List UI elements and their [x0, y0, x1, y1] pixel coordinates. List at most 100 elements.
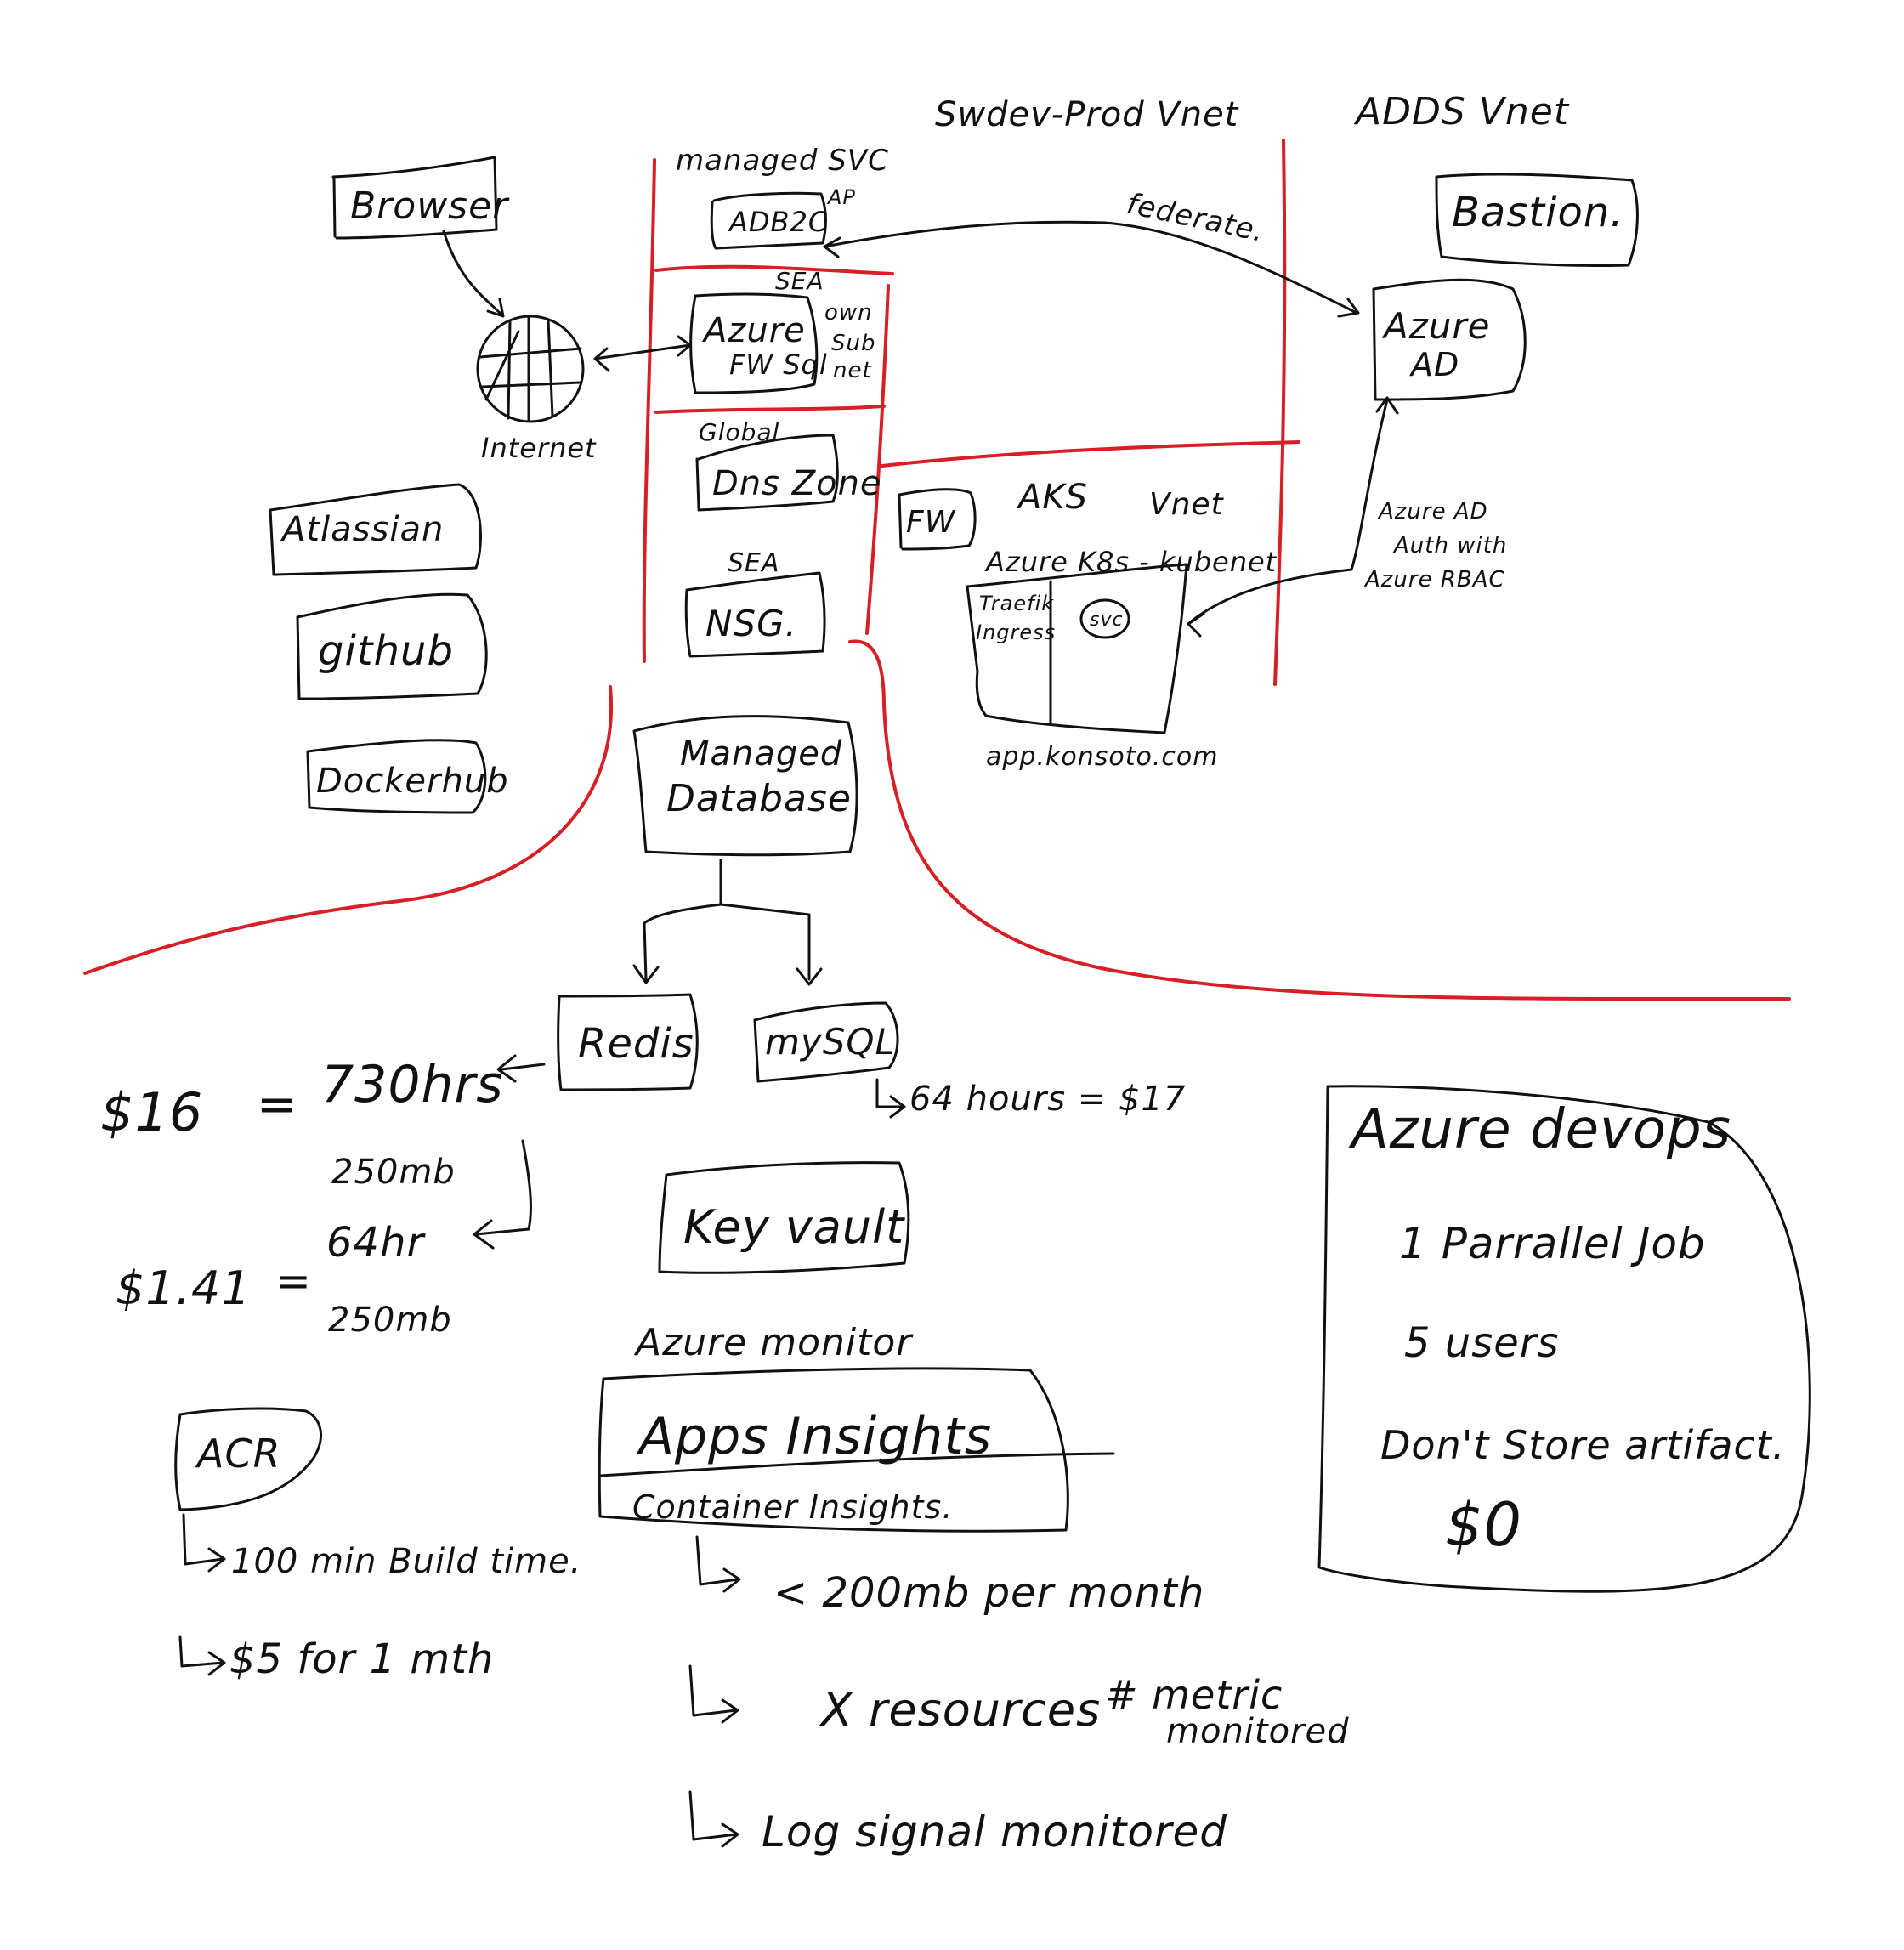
boundary-adds-vertical [1273, 139, 1287, 686]
monitor-note-2b: # metric [1105, 1672, 1283, 1718]
dockerhub-label: Dockerhub [316, 762, 509, 801]
azure-monitor-node[interactable]: Apps Insights Container Insights. [598, 1367, 1115, 1533]
boundary-left-vertical [642, 158, 656, 663]
azure-ad-label-1: Azure [1381, 305, 1491, 347]
svc-label: svc [1090, 609, 1124, 631]
acr-node[interactable]: ACR [174, 1407, 322, 1511]
azure-fw-node[interactable]: Azure FW Sql [689, 292, 828, 394]
sea-nsg-label: SEA [728, 548, 780, 578]
boundary-left-curve [83, 685, 614, 975]
internet-label: Internet [481, 432, 597, 464]
container-insights-label: Container Insights. [632, 1488, 953, 1526]
azure-ad-box [1372, 278, 1527, 401]
own-subnet-label-3: net [833, 358, 872, 383]
svc-bubble [1080, 598, 1130, 639]
redis-hours-2: 64hr [326, 1219, 427, 1267]
acr-note-2: $5 for 1 mth [230, 1635, 494, 1683]
mysql-cost-arrow [876, 1078, 906, 1119]
app-url-label: app.konsoto.com [986, 742, 1218, 772]
key-vault-node[interactable]: Key vault [658, 1161, 910, 1274]
managed-database-label-2: Database [666, 777, 852, 820]
redis-mb-2: 250mb [328, 1301, 452, 1340]
github-box [296, 592, 488, 700]
acr-label: ACR [195, 1431, 281, 1477]
acr-note-1: 100 min Build time. [231, 1542, 581, 1581]
dns-zone-label: Dns Zone [712, 464, 882, 503]
adb2c-box [710, 191, 827, 250]
traefik-label-2: Ingress [976, 621, 1056, 644]
nsg-box [684, 571, 826, 658]
bastion-label: Bastion. [1452, 189, 1624, 236]
azure-devops-label: Azure devops [1348, 1098, 1731, 1161]
dockerhub-node[interactable]: Dockerhub [306, 739, 509, 814]
redis-eq-1: = [257, 1077, 298, 1132]
internet-fw-bidirectional-arrow [593, 335, 692, 372]
adb2c-label: ADB2C [728, 206, 828, 238]
managed-database-node[interactable]: Managed Database [632, 715, 858, 857]
adb2c-node[interactable]: ADB2C AP [710, 185, 856, 250]
dockerhub-box [306, 739, 487, 814]
spoke-vnet-label: Swdev-Prod Vnet [935, 95, 1239, 134]
azure-ad-label-2: AD [1408, 346, 1459, 383]
boundary-aks-top [881, 440, 1300, 468]
azure-devops-box [1318, 1085, 1811, 1593]
monitor-note-arrow-2 [688, 1664, 740, 1724]
apps-insights-label: Apps Insights [636, 1407, 992, 1466]
browser-to-internet-arrow [442, 230, 505, 318]
browser-box [332, 156, 498, 240]
redis-cost-2: $1.41 [116, 1261, 252, 1315]
atlassian-node[interactable]: Atlassian [269, 483, 482, 576]
sea-fw-label: SEA [775, 267, 824, 295]
browser-label: Browser [350, 184, 510, 228]
managed-database-label-1: Managed [680, 734, 842, 774]
azure-ad-node[interactable]: Azure AD [1372, 278, 1527, 401]
dns-zone-node[interactable]: Dns Zone [695, 434, 882, 512]
redis-hours-1: 730hrs [321, 1055, 503, 1114]
github-node[interactable]: github [296, 592, 488, 700]
nsg-node[interactable]: NSG. [684, 571, 826, 658]
azure-fw-box [689, 292, 819, 394]
boundary-right-curve [848, 639, 1791, 1001]
redis-cost-arrow [496, 1054, 546, 1083]
dns-zone-box [695, 434, 839, 512]
github-label: github [318, 627, 454, 675]
rbac-arrow [1187, 396, 1399, 638]
browser-node[interactable]: Browser [332, 156, 510, 240]
aks-fw-node[interactable]: FW [898, 488, 977, 551]
acr-note-arrow-1 [182, 1513, 226, 1573]
nsg-label: NSG. [706, 603, 797, 644]
own-subnet-label-1: own [824, 300, 873, 326]
monitor-note-2c: monitored [1166, 1712, 1350, 1751]
bastion-node[interactable]: Bastion. [1435, 173, 1639, 267]
azure-monitor-box [598, 1367, 1069, 1533]
traefik-label-1: Traefik [979, 592, 1054, 615]
managed-database-box [632, 715, 858, 857]
mysql-label: mySQL [765, 1021, 896, 1063]
aks-cluster-node[interactable]: Traefik Ingress svc [966, 563, 1188, 734]
redis-cost-1: $16 [100, 1081, 203, 1143]
monitor-note-arrow-1 [695, 1535, 741, 1593]
managed-svc-label: managed SVC [676, 144, 889, 178]
mysql-node[interactable]: mySQL [753, 1001, 899, 1083]
boundary-fw-right [865, 284, 890, 635]
aks-cluster-box [966, 563, 1188, 734]
monitor-note-1: < 200mb per month [774, 1569, 1204, 1617]
azure-devops-node[interactable]: Azure devops 1 Parrallel Job 5 users Don… [1318, 1085, 1811, 1593]
apps-insights-divider [598, 1452, 1115, 1477]
internet-node[interactable]: Internet [476, 315, 597, 464]
rbac-label-1: Azure AD [1377, 499, 1488, 524]
monitor-note-3: Log signal monitored [762, 1807, 1227, 1856]
devops-note-4: $0 [1445, 1490, 1522, 1560]
db-split-arrow [632, 859, 823, 986]
redis-node[interactable]: Redis [557, 993, 699, 1091]
bastion-box [1435, 173, 1639, 267]
azure-fw-label-line1: Azure [701, 311, 806, 350]
mysql-cost-label: 64 hours = $17 [910, 1080, 1186, 1119]
devops-note-1: 1 Parrallel Job [1399, 1219, 1706, 1268]
azure-fw-label-line2: FW Sql [729, 349, 828, 381]
acr-note-arrow-2 [178, 1635, 226, 1676]
adds-vnet-label: ADDS Vnet [1353, 90, 1570, 133]
globe-grid [479, 316, 582, 422]
federate-arrow [823, 220, 1360, 318]
